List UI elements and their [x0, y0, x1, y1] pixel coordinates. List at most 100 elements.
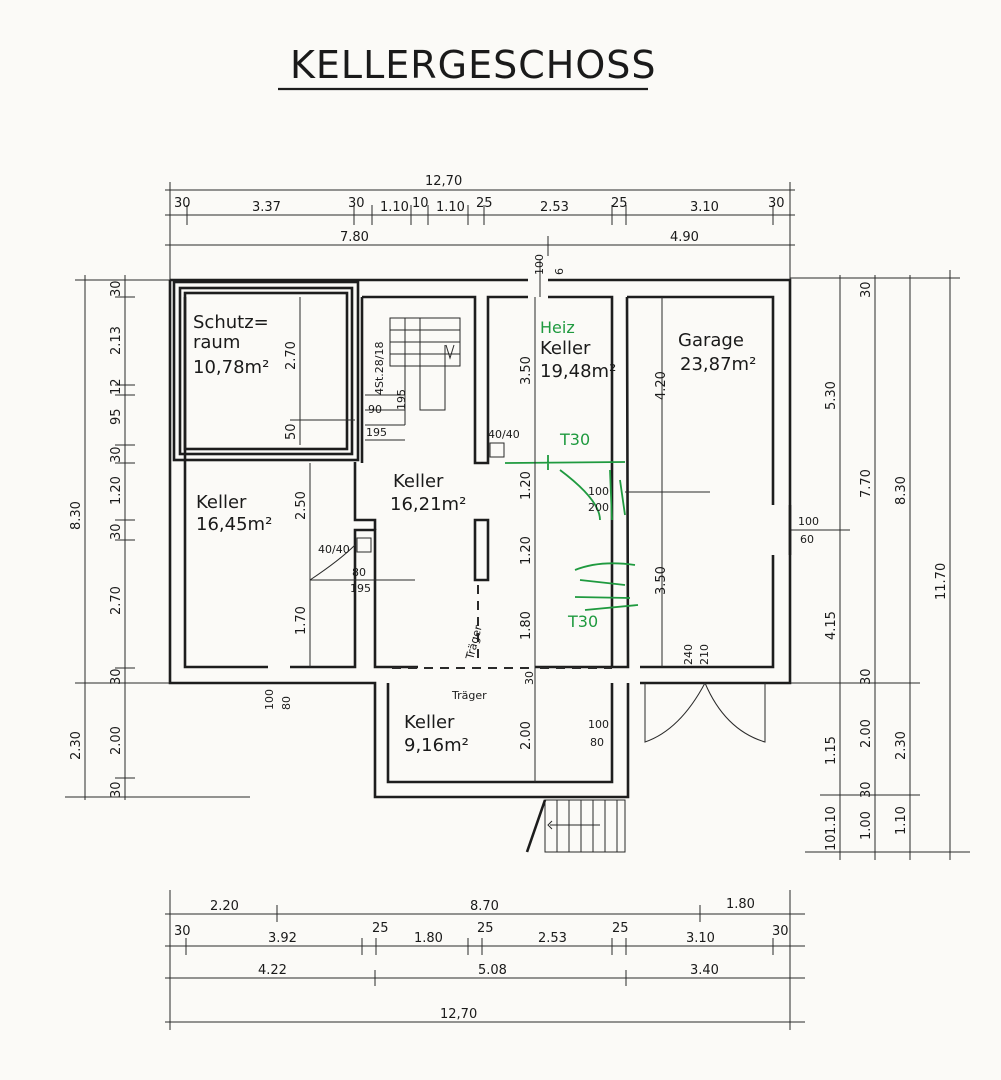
dim-d60: 60: [800, 533, 814, 546]
dim-keller-sw-h1: 2.50: [294, 491, 309, 520]
dim-bot-r2-3: 1.80: [414, 931, 443, 946]
stairs-interior: [365, 317, 461, 441]
chimney-sw: [356, 537, 372, 553]
dim-d100b: 100: [798, 515, 819, 528]
dim-right-c2-1: 7.70: [859, 469, 874, 498]
dim-bot-r3-0: 4.22: [258, 963, 287, 978]
dim-left-9: 2.00: [109, 726, 124, 755]
dim-top-r1-7: 2.53: [540, 200, 569, 215]
dim-left-1: 2.13: [109, 326, 124, 355]
room-garage-name: Garage: [678, 330, 744, 351]
dim-left-3: 95: [109, 408, 124, 425]
dim-bot-r2-5: 2.53: [538, 931, 567, 946]
left-dimensions: 8.30 2.30 30 2.13 12 95 30 1.20 30 2.70 …: [65, 275, 250, 800]
dim-top-r1-8: 25: [611, 196, 628, 211]
room-garage-area: 23,87m²: [680, 354, 756, 375]
dim-bot-r1-2: 1.80: [726, 897, 755, 912]
dim-left-4: 30: [109, 446, 124, 463]
dim-bot-r2-0: 30: [174, 924, 191, 939]
dim-bot-r2-4: 25: [477, 921, 494, 936]
dim-d200: 200: [588, 501, 609, 514]
dim-right-c1-2: 1.15: [824, 736, 839, 765]
dim-right-c2-5: 1.00: [859, 811, 874, 840]
dim-d100d: 100: [588, 718, 609, 731]
dim-door-top2: 6: [553, 268, 566, 275]
dim-right-c2-3: 2.00: [859, 719, 874, 748]
dim-c-h1: 1.20: [519, 471, 534, 500]
dim-top-overall: 12,70: [425, 174, 462, 189]
room-schutzraum-name2: raum: [193, 332, 240, 353]
t30-annotation-2: T30: [567, 612, 598, 631]
dim-left-outer1: 8.30: [69, 501, 84, 530]
dim-g-h1: 4.20: [654, 371, 669, 400]
dim-d40a: 40/40: [488, 428, 520, 441]
traeger-label-2: Träger: [451, 689, 487, 702]
stairs-exterior: [525, 799, 626, 853]
chimney-ne: [489, 442, 505, 458]
room-keller-sw-area: 16,45m²: [196, 514, 272, 535]
traeger-label-1: Träger: [463, 623, 485, 661]
room-keller-ne-area: 19,48m²: [540, 361, 616, 382]
dim-d195: 195: [395, 389, 408, 410]
dim-bot-overall: 12,70: [440, 1007, 477, 1022]
dim-bot-r2-8: 30: [772, 924, 789, 939]
dim-right-c4-0: 11.70: [934, 563, 949, 600]
dim-top-r1-4: 10: [412, 196, 429, 211]
dim-left-outer2: 2.30: [69, 731, 84, 760]
room-keller-south-name: Keller: [404, 712, 455, 733]
dim-d80: 80: [352, 566, 366, 579]
dim-bot-r1-1: 8.70: [470, 899, 499, 914]
dim-d195b: 195: [366, 426, 387, 439]
dim-right-c1-3: 1.10: [824, 806, 839, 835]
dim-d100a: 100: [588, 485, 609, 498]
room-schutzraum-name: Schutz=: [193, 312, 269, 333]
dim-left-7: 2.70: [109, 586, 124, 615]
dim-bot-r3-2: 3.40: [690, 963, 719, 978]
dim-keller-sw-h2: 1.70: [294, 606, 309, 635]
right-dimensions: 5.30 4.15 1.15 1.10 10 30 7.70 30 2.00 3…: [780, 270, 970, 860]
dim-schutz-h: 2.70: [284, 341, 299, 370]
room-keller-sw-name: Keller: [196, 492, 247, 513]
dim-right-c3-1: 2.30: [894, 731, 909, 760]
dim-top-r1-3: 1.10: [380, 200, 409, 215]
dim-left-5: 1.20: [109, 476, 124, 505]
dim-right-c1-0: 5.30: [824, 381, 839, 410]
dim-right-c3-2: 1.10: [894, 806, 909, 835]
room-keller-south-area: 9,16m²: [404, 735, 469, 756]
dim-s-h: 2.00: [519, 721, 534, 750]
dim-right-c3-0: 8.30: [894, 476, 909, 505]
dim-right-c1-4: 10: [824, 834, 839, 851]
interior-dimensions: [290, 260, 710, 782]
dim-schutz-b: 50: [284, 423, 299, 440]
building-walls: [168, 278, 792, 799]
dim-d100c: 100: [263, 689, 276, 710]
dim-bot-r2-6: 25: [612, 921, 629, 936]
room-keller-center-name: Keller: [393, 471, 444, 492]
top-dimensions: 12,70 30 3.37 30 1.10 10 1.10 25 2.53 25…: [165, 174, 795, 280]
dim-top-r1-5: 1.10: [436, 200, 465, 215]
dim-d90: 90: [368, 403, 382, 416]
dim-bot-r2-7: 3.10: [686, 931, 715, 946]
dim-bot-r1-0: 2.20: [210, 899, 239, 914]
heiz-annotation: Heiz: [540, 318, 575, 337]
page-title: KELLERGESCHOSS: [290, 43, 657, 87]
room-keller-ne-name: Keller: [540, 338, 591, 359]
dim-right-c2-4: 30: [859, 781, 874, 798]
dim-d240: 240: [682, 644, 695, 665]
dim-d30b: 30: [523, 671, 536, 685]
dim-d80b: 80: [280, 696, 293, 710]
t30-annotation-1: T30: [559, 430, 590, 449]
dim-top-r1-6: 25: [476, 196, 493, 211]
dim-c-h3: 1.80: [519, 611, 534, 640]
dim-top-r1-9: 3.10: [690, 200, 719, 215]
dim-d80c: 80: [590, 736, 604, 749]
dim-left-10: 30: [109, 781, 124, 798]
dim-d40b: 40/40: [318, 543, 350, 556]
stair-label: 4St.28/18: [373, 342, 386, 396]
bottom-dimensions: 2.20 8.70 1.80 30 3.92 25 1.80 25 2.53 2…: [165, 890, 805, 1030]
dim-bot-r2-2: 25: [372, 921, 389, 936]
dim-right-c2-0: 30: [859, 281, 874, 298]
dim-right-c2-2: 30: [859, 668, 874, 685]
dim-top-r2-0: 7.80: [340, 230, 369, 245]
